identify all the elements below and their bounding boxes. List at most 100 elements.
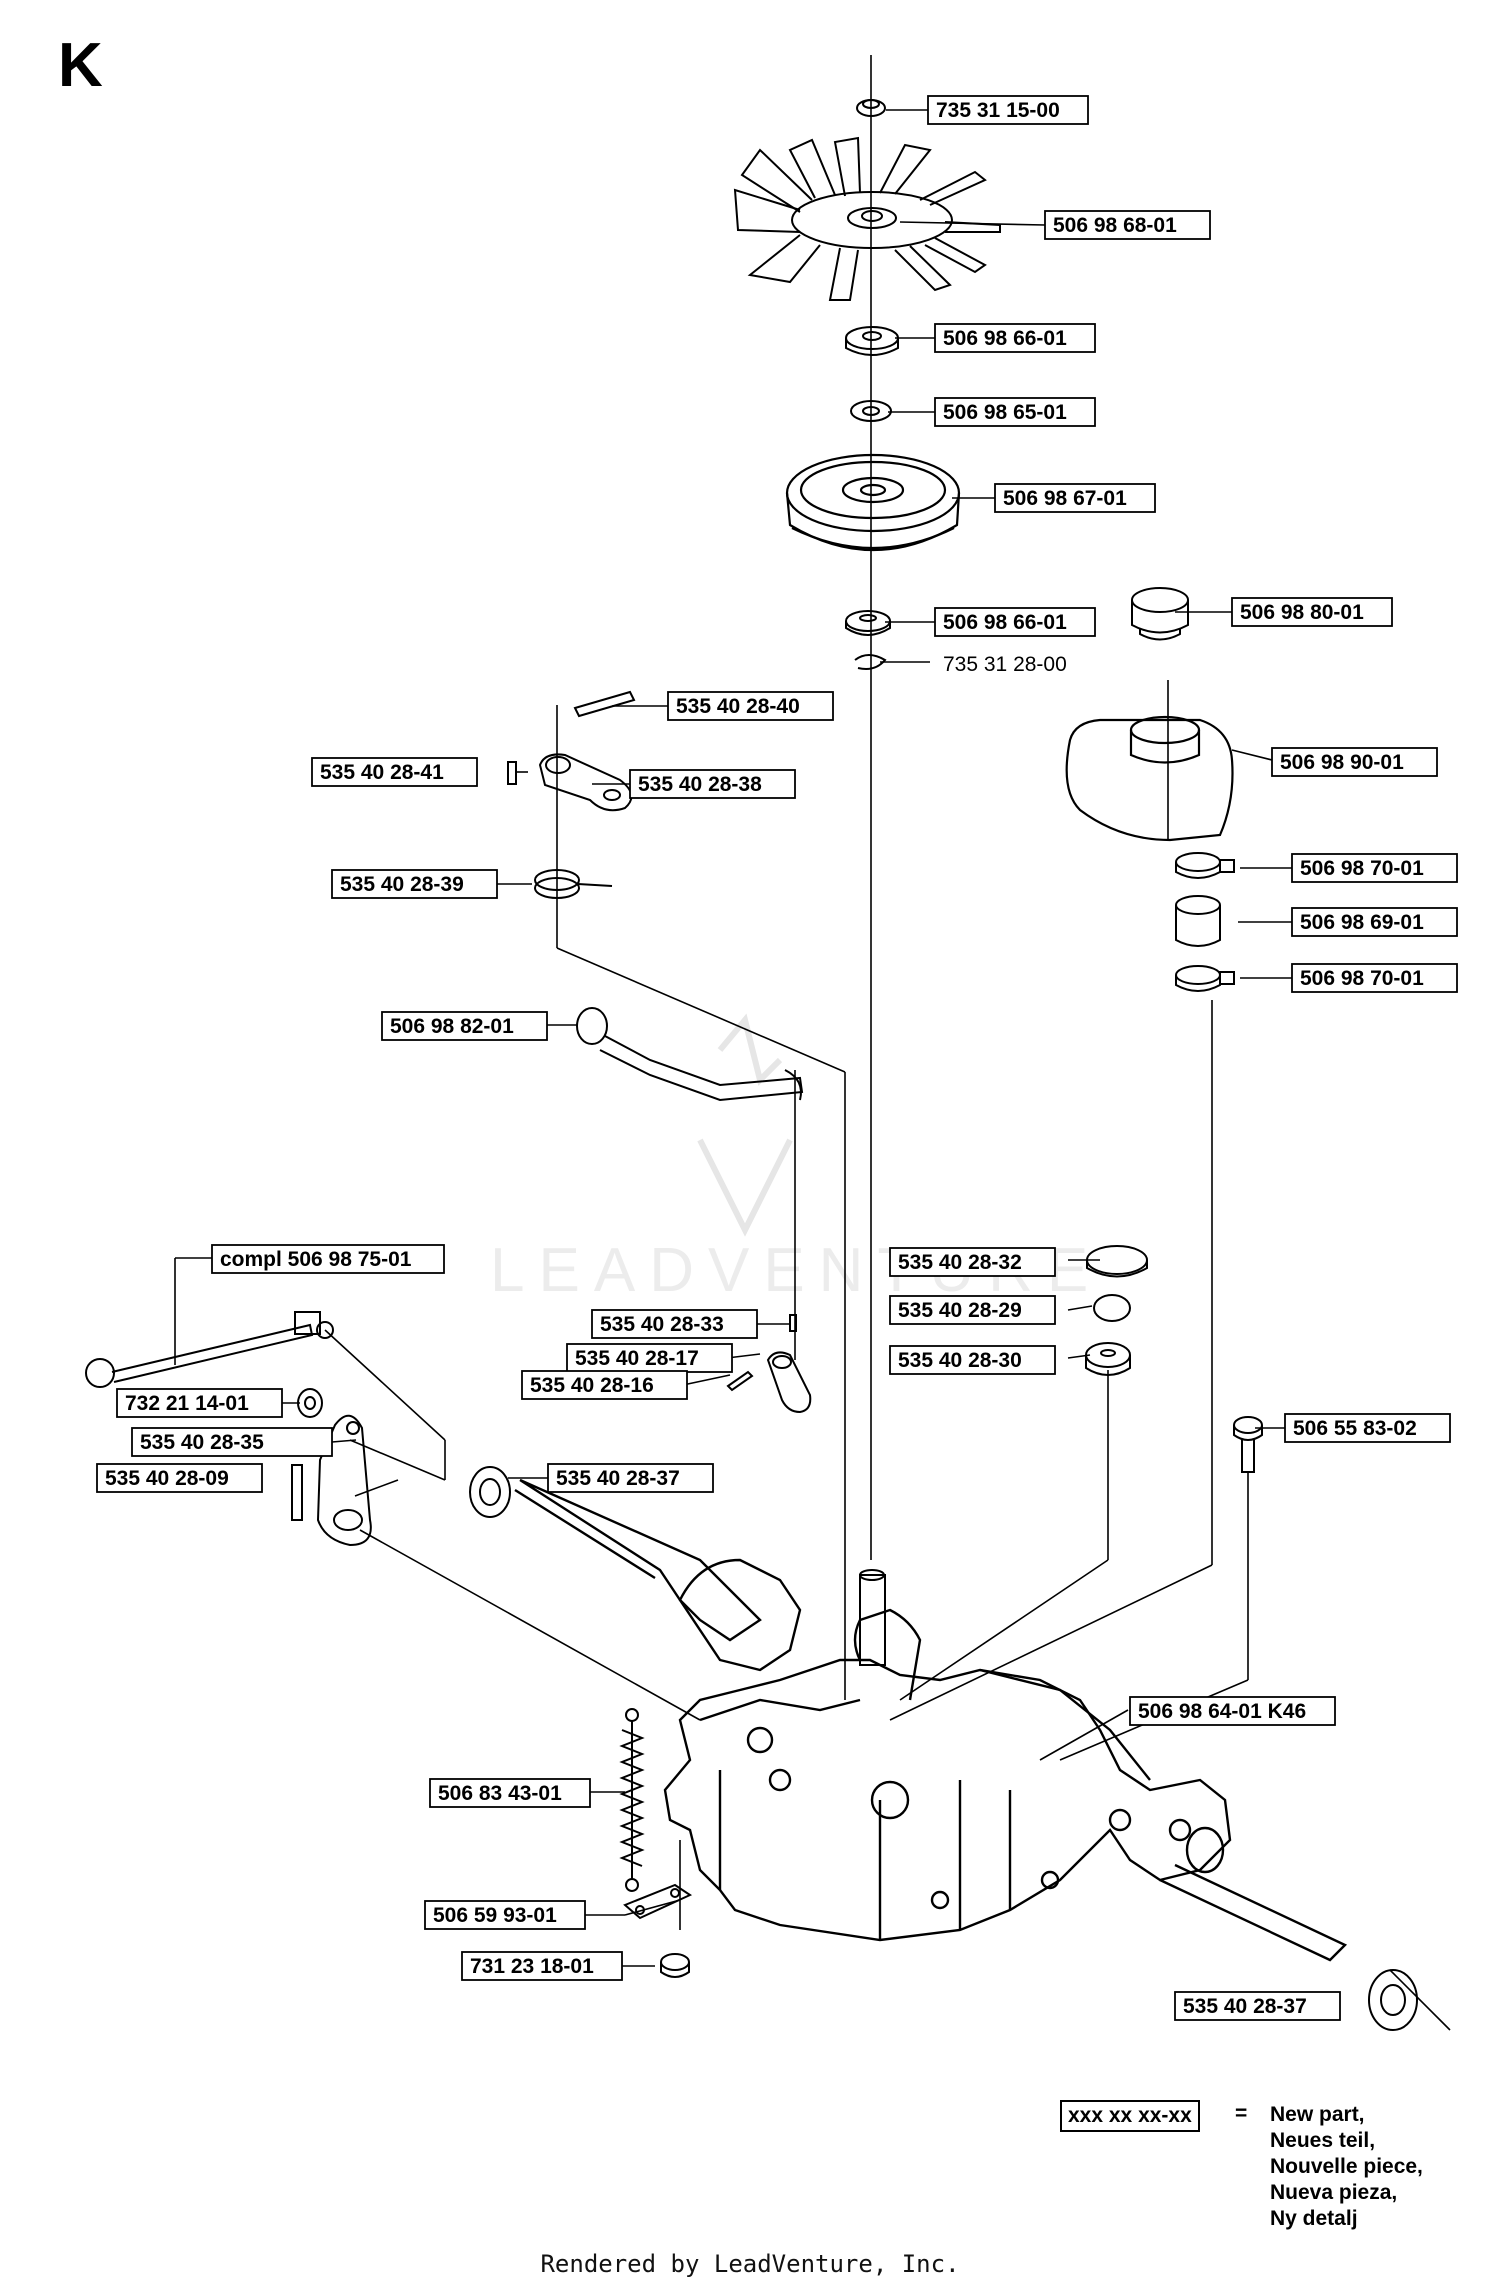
part-number-text: 506 98 67-01 [1003, 487, 1127, 510]
part-label-box [131, 1427, 333, 1457]
part-number-text: 732 21 14-01 [125, 1392, 249, 1415]
part-label-box [1271, 747, 1438, 777]
part-label: 535 40 28-33 [591, 1309, 758, 1339]
part-number-text: 535 40 28-09 [105, 1467, 229, 1490]
part-nut-732 [297, 1388, 323, 1418]
part-label-box [1231, 597, 1393, 627]
part-label-box [1044, 210, 1211, 240]
part-number-text: 506 83 43-01 [438, 1782, 562, 1805]
part-label: 535 40 28-38 [629, 769, 796, 799]
part-label: 535 40 28-35 [131, 1427, 333, 1457]
cooling-fan [733, 136, 1001, 301]
part-pin-09 [291, 1464, 303, 1521]
part-label: 535 40 28-37 [1174, 1991, 1341, 2021]
plate-59-93 [623, 1883, 693, 1920]
disc-29 [1093, 1294, 1131, 1322]
part-washer [850, 400, 892, 422]
watermark-logo [697, 1013, 793, 1237]
pin-16 [726, 1370, 754, 1392]
nut-731 [660, 1953, 690, 1978]
part-label: 506 98 67-01 [994, 483, 1156, 513]
lever-arm-38 [538, 753, 633, 812]
part-label-box [429, 1778, 591, 1808]
part-label-box [1174, 1991, 1341, 2021]
part-number-text: 535 40 28-41 [320, 761, 444, 784]
part-number-text: 535 40 28-39 [340, 873, 464, 896]
part-label-box [116, 1388, 283, 1418]
part-number-text: 535 40 28-37 [1183, 1995, 1307, 2018]
part-number-text: 735 31 15-00 [936, 99, 1060, 122]
part-label: 506 98 70-01 [1291, 963, 1458, 993]
legend-line: Ny detalj [1270, 2207, 1358, 2230]
lever-17 [766, 1351, 812, 1414]
part-label-box [629, 769, 796, 799]
part-pin-40 [573, 690, 636, 718]
part-nut-top [856, 99, 886, 117]
part-label: 535 40 28-40 [667, 691, 834, 721]
legend-line: Neues teil, [1270, 2129, 1376, 2152]
part-number-text: 535 40 28-17 [575, 1347, 699, 1370]
part-label: 535 40 28-37 [547, 1463, 714, 1493]
part-number-text: compl 506 98 75-01 [220, 1248, 412, 1271]
part-hose [1175, 895, 1221, 947]
part-label-box [889, 1247, 1056, 1277]
part-label: 535 40 28-41 [311, 757, 478, 787]
part-label: 735 31 28-00 [943, 653, 1067, 676]
part-label-box [927, 95, 1089, 125]
input-shaft [859, 1569, 886, 1666]
seal-37-left [469, 1466, 511, 1518]
part-number-text: 506 98 64-01 K46 [1138, 1700, 1306, 1723]
part-label-box [311, 757, 478, 787]
part-label-box [521, 1370, 688, 1400]
part-label-box [889, 1295, 1056, 1325]
part-clamp-1 [1175, 852, 1235, 879]
part-number-text: 506 98 70-01 [1300, 857, 1424, 880]
part-label-box [211, 1244, 445, 1274]
part-label-box [934, 607, 1096, 637]
part-nut-2 [845, 610, 891, 636]
legend: xxx xx xx-xx = New part, Neues teil, Nou… [1060, 2100, 1423, 2230]
part-label: 506 98 70-01 [1291, 853, 1458, 883]
part-label: 506 98 64-01 K46 [1129, 1696, 1336, 1726]
part-label-box [331, 869, 498, 899]
part-number-text: 535 40 28-40 [676, 695, 800, 718]
leader-lines [174, 55, 1451, 2031]
lever-35 [316, 1414, 372, 1547]
control-rod-82 [576, 1007, 804, 1102]
part-label-box [667, 691, 834, 721]
part-labels: 735 31 15-00 506 98 68-01 506 98 66-01 506 … [96, 95, 1458, 2021]
part-label-box [1284, 1413, 1451, 1443]
part-number-text: 506 98 80-01 [1240, 601, 1364, 624]
part-label: 506 98 68-01 [1044, 210, 1211, 240]
part-label: 735 31 15-00 [927, 95, 1089, 125]
part-number-text: 506 98 66-01 [943, 327, 1067, 350]
part-label: 506 98 66-01 [934, 607, 1096, 637]
spring-83-43 [619, 1708, 645, 1892]
part-number-text: 535 40 28-30 [898, 1349, 1022, 1372]
part-label: 506 55 83-02 [1284, 1413, 1451, 1443]
part-label: 506 98 66-01 [934, 323, 1096, 353]
part-label-box [1129, 1696, 1336, 1726]
part-label: 535 40 28-39 [331, 869, 498, 899]
part-number-text: 506 98 69-01 [1300, 911, 1424, 934]
part-number-text: 506 98 82-01 [390, 1015, 514, 1038]
expansion-tank [1065, 715, 1234, 842]
part-number-text: 535 40 28-32 [898, 1251, 1022, 1274]
part-label-box [424, 1900, 586, 1930]
part-number-text: 506 98 65-01 [943, 401, 1067, 424]
transaxle-housing [514, 1478, 1348, 1962]
rod-assembly-75 [85, 1311, 334, 1388]
part-number-text: 735 31 28-00 [943, 653, 1067, 676]
bolt-83-02 [1233, 1416, 1263, 1473]
part-label: 506 98 82-01 [381, 1011, 548, 1041]
part-label: 506 98 80-01 [1231, 597, 1393, 627]
pulley [785, 453, 961, 552]
part-label-box [547, 1463, 714, 1493]
part-number-text: 535 40 28-38 [638, 773, 762, 796]
legend-sample-box: xxx xx xx-xx [1060, 2100, 1200, 2132]
seal-37-right [1368, 1969, 1418, 2031]
part-number-text: 535 40 28-29 [898, 1299, 1022, 1322]
legend-line: Nouvelle piece, [1270, 2155, 1423, 2178]
part-pin-41 [507, 761, 517, 785]
part-number-text: 535 40 28-35 [140, 1431, 264, 1454]
